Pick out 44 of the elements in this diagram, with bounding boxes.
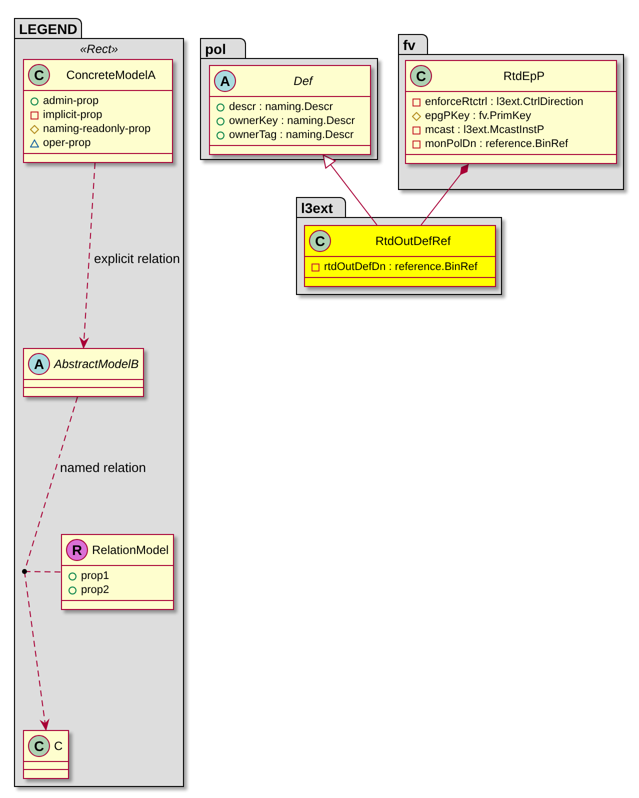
class-attribute: enforceRtctrl : l3ext.CtrlDirection <box>425 95 584 109</box>
class-attribute: prop2 <box>81 583 110 597</box>
class-attribute: monPolDn : reference.BinRef <box>425 137 568 151</box>
class-type-badge: C <box>410 65 432 87</box>
connector-line <box>24 571 62 572</box>
class-name: AbstractModelB <box>54 356 139 373</box>
class-attribute: oper-prop <box>43 136 91 150</box>
class-attribute: rtdOutDefDn : reference.BinRef <box>324 260 478 274</box>
stereotype-text: «Rect» <box>78 41 120 58</box>
class-name: ConcreteModelA <box>65 67 157 84</box>
class-name: RtdEpP <box>502 68 546 85</box>
class-type-badge: A <box>28 353 50 375</box>
class-attribute: epgPKey : fv.PrimKey <box>425 109 532 123</box>
package-tab: fv <box>398 34 428 55</box>
class-name: C <box>54 738 63 755</box>
class-type-badge: R <box>66 539 88 561</box>
class-type-badge: C <box>28 64 50 86</box>
class-box <box>304 225 496 287</box>
class-attribute: prop1 <box>81 569 110 583</box>
class-attribute: ownerTag : naming.Descr <box>229 128 354 142</box>
class-attribute: admin-prop <box>43 94 99 108</box>
class-attribute: naming-readonly-prop <box>43 122 151 136</box>
class-name: RtdOutDefRef <box>374 233 452 250</box>
arrow <box>79 162 96 349</box>
class-attribute: mcast : l3ext.McastInstP <box>425 123 544 137</box>
class-type-badge: A <box>214 70 236 92</box>
package-tab: l3ext <box>296 197 346 218</box>
class-box <box>23 348 144 397</box>
class-name: Def <box>292 73 314 90</box>
arrow <box>24 571 50 731</box>
class-type-badge: C <box>28 735 50 757</box>
package-tab: LEGEND <box>14 18 82 39</box>
class-type-badge: C <box>309 230 331 252</box>
class-box <box>405 60 617 164</box>
class-name: RelationModel <box>92 542 169 559</box>
package-tab: pol <box>200 38 246 59</box>
class-attribute: descr : naming.Descr <box>229 100 333 114</box>
arrow <box>322 154 378 226</box>
class-attribute: ownerKey : naming.Descr <box>229 114 355 128</box>
class-box <box>23 730 69 779</box>
class-box <box>209 65 371 155</box>
class-box <box>23 59 173 163</box>
class-box <box>61 534 174 610</box>
class-attribute: implicit-prop <box>43 108 102 122</box>
